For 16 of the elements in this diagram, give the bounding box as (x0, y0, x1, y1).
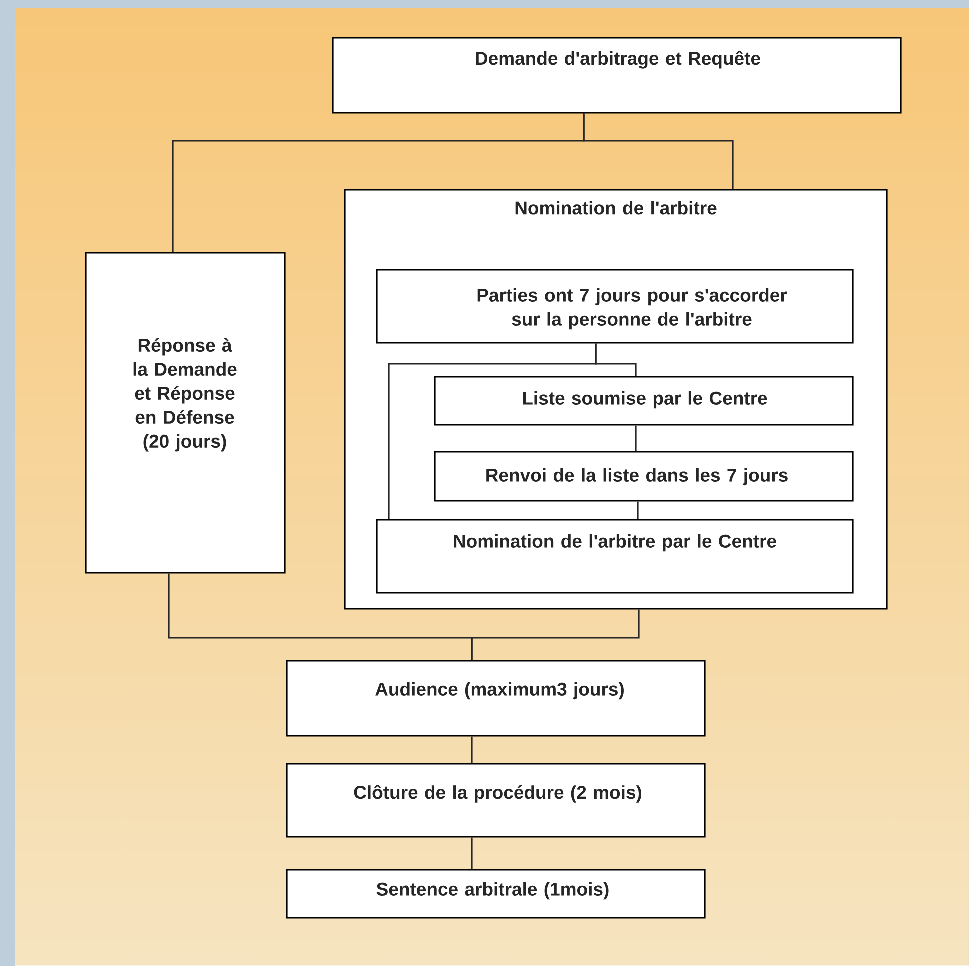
process-box: Parties ont 7 jours pour s'accorder sur la personne de l'arbitre (376, 269, 854, 344)
process-box: Renvoi de la liste dans les 7 jours (434, 451, 854, 502)
process-box: Nomination de l'arbitre par le Centre (376, 519, 854, 594)
connector-line (635, 426, 637, 452)
connector-line (637, 502, 639, 520)
process-box: Demande d'arbitrage et Requête (332, 37, 902, 114)
process-box: Sentence arbitrale (1mois) (286, 869, 706, 919)
connector-line (471, 610, 640, 660)
process-box: Réponse à la Demande et Réponse en Défense (20 jours) (85, 252, 286, 574)
connector-line (471, 736, 473, 764)
connector-line (583, 114, 734, 190)
process-box: Liste soumise par le Centre (434, 376, 854, 426)
connector-line (388, 344, 597, 520)
process-box: Clôture de la procédure (2 mois) (286, 763, 706, 838)
process-box: Audience (maximum3 jours) (286, 660, 706, 737)
connector-line (471, 838, 473, 870)
